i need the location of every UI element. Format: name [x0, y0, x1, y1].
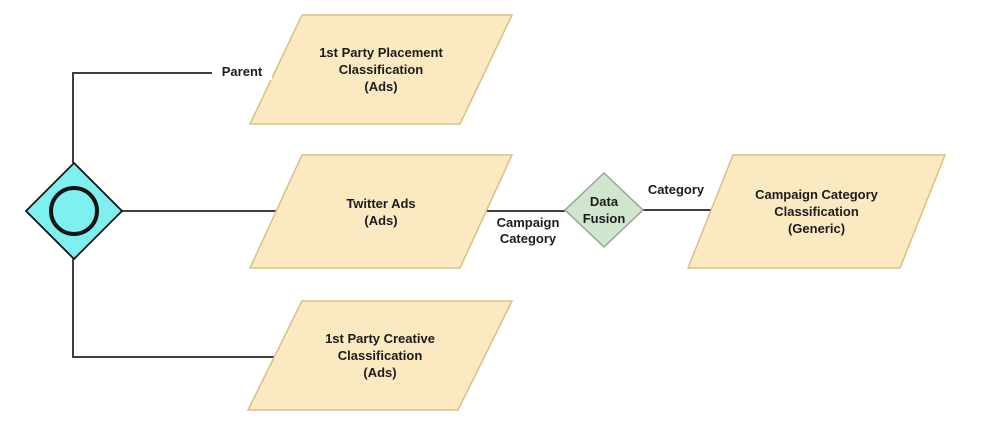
start-event-circle-icon	[49, 186, 99, 236]
creative-node-shape[interactable]	[246, 300, 514, 411]
edge-label-campaign-category: Campaign Category	[496, 215, 560, 246]
edge-start-to-placement[interactable]	[72, 72, 272, 163]
edge-label-category: Category	[647, 182, 705, 197]
edge-label-parent: Parent	[212, 64, 272, 80]
fusion-node-shape[interactable]	[563, 171, 645, 249]
placement-node-shape[interactable]	[248, 14, 514, 125]
campaign-node-shape[interactable]	[686, 154, 947, 269]
twitter-node-shape[interactable]	[248, 154, 514, 269]
start-event-diamond[interactable]	[24, 161, 124, 261]
edge-start-to-creative[interactable]	[72, 259, 274, 358]
